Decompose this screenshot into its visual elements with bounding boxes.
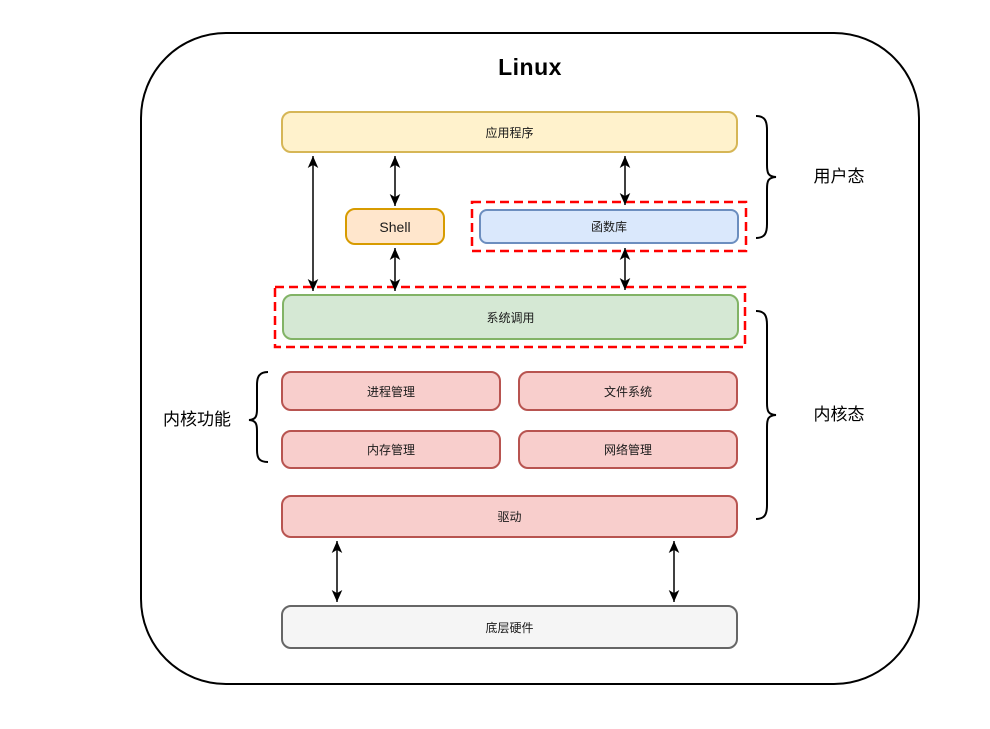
node-network-management: 网络管理 (518, 430, 738, 469)
kernel-mode-label: 内核态 (813, 405, 865, 424)
node-memory-management-label: 内存管理 (366, 443, 415, 457)
node-underlying-hardware: 底层硬件 (281, 605, 738, 649)
kernel-functions-label: 内核功能 (163, 410, 231, 429)
node-network-management-label: 网络管理 (603, 443, 652, 457)
kernel-mode-brace (755, 310, 777, 520)
node-shell: Shell (345, 208, 445, 245)
kernel-functions-brace (248, 371, 269, 463)
node-function-library-label: 函数库 (590, 220, 627, 234)
node-system-call: 系统调用 (282, 294, 739, 340)
node-function-library: 函数库 (479, 209, 739, 244)
syscall-highlight-dashed-box (273, 285, 747, 349)
diagram-title: Linux (498, 54, 562, 80)
node-shell-label: Shell (379, 218, 411, 235)
node-application: 应用程序 (281, 111, 738, 153)
outer-container-border (140, 32, 920, 685)
node-underlying-hardware-label: 底层硬件 (485, 620, 534, 635)
library-highlight-dashed-box (470, 200, 748, 253)
node-driver: 驱动 (281, 495, 738, 538)
node-application-label: 应用程序 (485, 125, 534, 140)
node-file-system: 文件系统 (518, 371, 738, 411)
node-system-call-label: 系统调用 (486, 310, 535, 325)
node-file-system-label: 文件系统 (603, 384, 652, 399)
user-mode-brace (755, 115, 777, 239)
node-process-management-label: 进程管理 (366, 384, 415, 399)
node-process-management: 进程管理 (281, 371, 501, 411)
node-memory-management: 内存管理 (281, 430, 501, 469)
node-driver-label: 驱动 (497, 510, 522, 524)
user-mode-label: 用户态 (813, 167, 865, 186)
